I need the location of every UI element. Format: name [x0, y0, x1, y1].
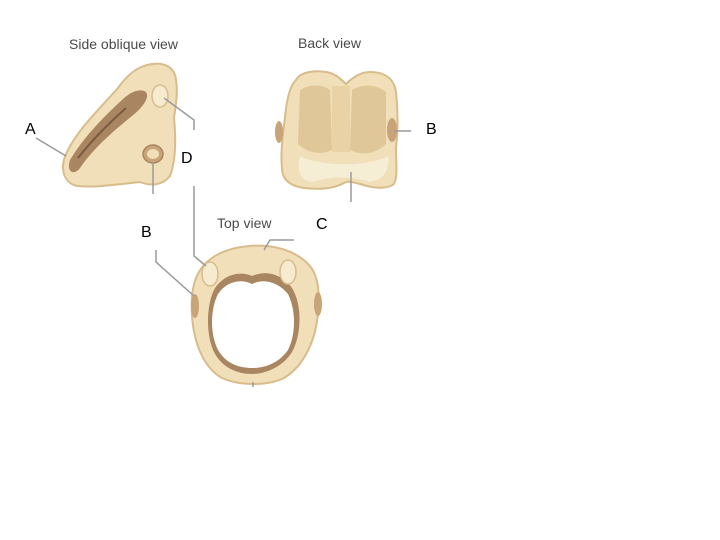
leader-line-top — [263, 239, 294, 251]
leader-lines — [35, 97, 411, 387]
top-view-vertebra — [190, 244, 322, 385]
back-view-vertebra — [275, 70, 399, 190]
leader-line-d-lower — [193, 186, 207, 267]
label-b-back: B — [426, 121, 437, 138]
side-oblique-view-caption: Side oblique view — [69, 36, 178, 52]
label-a: A — [25, 121, 36, 138]
leader-line-a — [35, 137, 67, 157]
label-b-top: B — [141, 224, 152, 241]
leader-line-d — [163, 97, 195, 130]
side-oblique-vertebra — [62, 62, 178, 188]
label-c: C — [316, 216, 328, 233]
back-view-caption: Back view — [298, 35, 362, 51]
top-view-caption: Top view — [217, 215, 272, 231]
leader-line-b-top — [155, 250, 195, 297]
label-d: D — [181, 150, 193, 167]
